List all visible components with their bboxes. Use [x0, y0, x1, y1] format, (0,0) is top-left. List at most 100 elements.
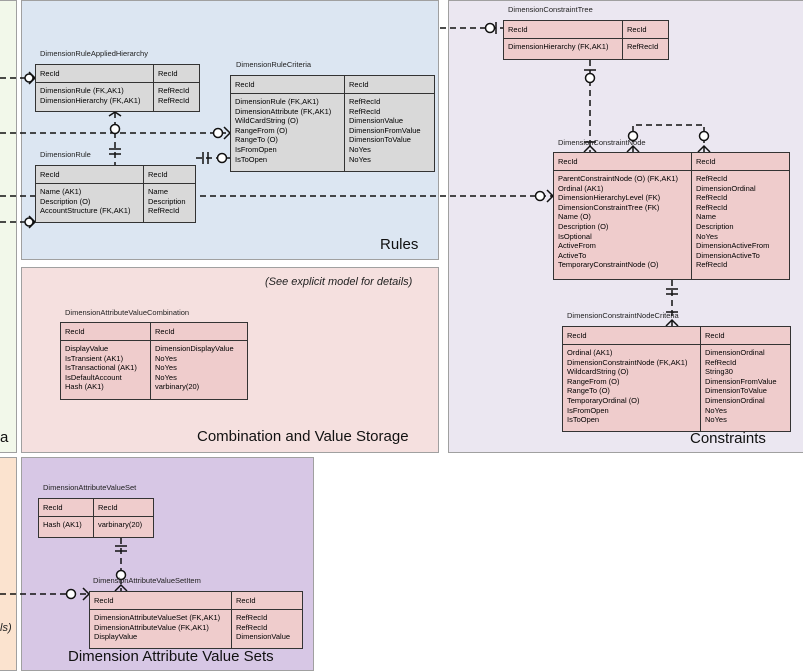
column-type: Name	[696, 212, 717, 222]
entity-key-type: RecId	[148, 170, 168, 179]
column-type: DimensionToValue	[349, 135, 411, 145]
column-name: Hash (AK1)	[43, 520, 82, 529]
rule-entity[interactable]: RecId RecId Name (AK1) Description (O) A…	[35, 165, 196, 223]
entity-key-label: RecId	[61, 323, 151, 340]
entity-key-label: RecId	[554, 153, 692, 170]
column-type: RefRecId	[349, 97, 381, 106]
constraint-node-entity[interactable]: RecId RecId ParentConstraintNode (O) (FK…	[553, 152, 790, 280]
column-name: WildcardString (O)	[567, 367, 629, 377]
value-combination-entity[interactable]: RecId RecId DisplayValue IsTransient (AK…	[60, 322, 248, 400]
constraint-tree-entity[interactable]: RecId RecId DimensionHierarchy (FK,AK1) …	[503, 20, 669, 60]
column-type: RefRecId	[696, 174, 728, 183]
column-name: DimensionAttribute (FK,AK1)	[235, 106, 332, 116]
column-name: RangeFrom (O)	[235, 125, 288, 135]
rule-criteria-entity[interactable]: RecId RecId DimensionRule (FK,AK1) Dimen…	[230, 75, 435, 172]
column-type: DimensionFromValue	[705, 376, 777, 386]
column-name: ActiveFrom	[558, 241, 596, 251]
entity-types: RefRecId	[623, 39, 668, 59]
column-name: Name (AK1)	[40, 187, 82, 196]
entity-columns: Hash (AK1)	[39, 517, 94, 537]
column-name: Name (O)	[558, 212, 591, 222]
column-type: Name	[148, 187, 169, 196]
column-type: RefRecId	[696, 202, 728, 212]
entity-types: Name Description RefRecId	[144, 184, 195, 222]
column-type: RefRecId	[158, 86, 190, 95]
column-type: DimensionFromValue	[349, 125, 421, 135]
entity-key-type: RecId	[236, 596, 256, 605]
entity-key-type: RecId	[155, 327, 175, 336]
constraint-node-title: DimensionConstraintNode	[558, 138, 646, 147]
rule-title: DimensionRule	[40, 150, 91, 159]
entity-types: DimensionDisplayValue NoYes NoYes NoYes …	[151, 341, 247, 399]
applied-hierarchy-title: DimensionRuleAppliedHierarchy	[40, 49, 148, 58]
value-combination-title: DimensionAttributeValueCombination	[65, 308, 190, 317]
entity-columns: DimensionRule (FK,AK1) DimensionHierarch…	[36, 83, 154, 111]
column-name: IsToOpen	[235, 154, 268, 164]
entity-key-type: RecId	[627, 25, 647, 34]
rules-region-title: Rules	[380, 236, 419, 253]
column-type: varbinary(20)	[155, 382, 200, 392]
column-type: NoYes	[155, 372, 177, 382]
entity-columns: DisplayValue IsTransient (AK1) IsTransac…	[61, 341, 151, 399]
column-type: DimensionActiveTo	[696, 250, 760, 260]
value-set-item-entity[interactable]: RecId RecId DimensionAttributeValueSet (…	[89, 591, 303, 649]
column-type: NoYes	[349, 144, 371, 154]
left-partial-title-fragment: a	[0, 429, 9, 446]
node-criteria-title: DimensionConstraintNodeCriteria	[567, 311, 679, 320]
column-name: ActiveTo	[558, 250, 587, 260]
column-name: IsFromOpen	[567, 405, 609, 415]
applied-hierarchy-entity[interactable]: RecId RecId DimensionRule (FK,AK1) Dimen…	[35, 64, 200, 112]
column-type: RefRecId	[627, 42, 659, 51]
column-name: RangeTo (O)	[235, 135, 278, 145]
value-set-entity[interactable]: RecId RecId Hash (AK1) varbinary(20)	[38, 498, 154, 538]
left-partial-region-top	[0, 0, 17, 453]
column-name: IsToOpen	[567, 415, 600, 425]
column-type: RefRecId	[705, 357, 737, 367]
column-type: RefRecId	[349, 106, 381, 116]
entity-key-label: RecId	[563, 327, 701, 344]
column-name: DimensionAttributeValueSet (FK,AK1)	[94, 613, 221, 622]
column-type: NoYes	[155, 363, 177, 373]
column-type: DimensionActiveFrom	[696, 241, 770, 251]
column-type: DimensionOrdinal	[705, 395, 765, 405]
column-type: Description	[696, 221, 734, 231]
column-type: RefRecId	[236, 622, 268, 632]
entity-key-label: RecId	[39, 499, 94, 516]
column-name: WildCardString (O)	[235, 116, 299, 126]
entity-key-type: RecId	[158, 69, 178, 78]
column-type: NoYes	[349, 154, 371, 164]
entity-types: RefRecId RefRecId DimensionValue Dimensi…	[345, 94, 434, 171]
column-name: DisplayValue	[65, 344, 109, 353]
entity-key-type: RecId	[696, 157, 716, 166]
entity-key-label: RecId	[36, 65, 154, 82]
entity-types: RefRecId RefRecId DimensionValue	[232, 610, 302, 648]
constraint-tree-title: DimensionConstraintTree	[508, 5, 593, 14]
column-name: DimensionRule (FK,AK1)	[235, 97, 319, 106]
value-set-title: DimensionAttributeValueSet	[43, 483, 137, 492]
combination-note: (See explicit model for details)	[265, 276, 413, 288]
column-type: RefRecId	[696, 260, 728, 270]
entity-key-type: RecId	[349, 80, 369, 89]
entity-types: DimensionOrdinal RefRecId String30 Dimen…	[701, 345, 790, 431]
entity-types: RefRecId DimensionOrdinal RefRecId RefRe…	[692, 171, 789, 279]
column-name: Ordinal (AK1)	[567, 348, 613, 357]
column-name: Description (O)	[40, 196, 91, 206]
column-type: varbinary(20)	[98, 520, 143, 529]
column-name: TemporaryOrdinal (O)	[567, 395, 640, 405]
entity-columns: DimensionHierarchy (FK,AK1)	[504, 39, 623, 59]
column-type: String30	[705, 367, 733, 377]
column-name: IsTransactional (AK1)	[65, 363, 137, 373]
entity-columns: Ordinal (AK1) DimensionConstraintNode (F…	[563, 345, 701, 431]
column-name: Hash (AK1)	[65, 382, 104, 392]
entity-columns: DimensionRule (FK,AK1) DimensionAttribut…	[231, 94, 345, 171]
column-name: RangeFrom (O)	[567, 376, 620, 386]
column-name: IsDefaultAccount	[65, 372, 122, 382]
column-name: DimensionHierarchy (FK,AK1)	[508, 42, 609, 51]
entity-key-label: RecId	[36, 166, 144, 183]
column-type: NoYes	[696, 231, 718, 241]
entity-columns: Name (AK1) Description (O) AccountStruct…	[36, 184, 144, 222]
node-criteria-entity[interactable]: RecId RecId Ordinal (AK1) DimensionConst…	[562, 326, 791, 432]
column-type: Description	[148, 196, 186, 206]
column-type: RefRecId	[158, 95, 190, 105]
column-name: RangeTo (O)	[567, 386, 610, 396]
